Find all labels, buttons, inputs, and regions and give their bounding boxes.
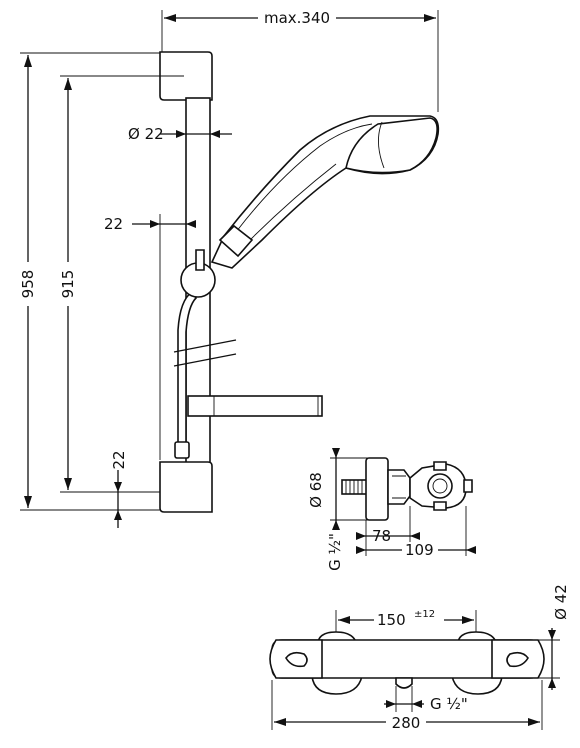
shower-set-drawing xyxy=(159,51,440,513)
body-length-label: 280 xyxy=(392,714,421,732)
connection-side-view xyxy=(341,457,473,521)
connector-stub xyxy=(433,501,447,511)
connector-stub xyxy=(433,461,447,471)
dimension-bottom-offset: 22 xyxy=(110,450,128,528)
left-connector-lower xyxy=(311,675,363,695)
hose-connector xyxy=(174,441,190,459)
dimension-depth: 78 109 xyxy=(356,506,476,559)
slider-lever xyxy=(195,249,205,271)
left-handle-marker xyxy=(285,651,308,668)
depth-inner-label: 78 xyxy=(372,527,391,545)
shower-head-face xyxy=(345,117,438,174)
right-connector-lower xyxy=(451,675,503,695)
shower-head-face xyxy=(378,121,385,169)
thermostat-diameter-label: Ø 68 xyxy=(307,472,325,508)
dimension-rail-height: 915 xyxy=(58,75,184,493)
dimension-rail-diameter: Ø 22 xyxy=(128,125,232,143)
connector-stub xyxy=(463,479,473,493)
break-mark xyxy=(173,353,237,367)
rail-diameter-label: Ø 22 xyxy=(128,125,164,143)
bottom-wall-bracket xyxy=(159,461,213,513)
max-width-label: max.340 xyxy=(264,9,330,27)
rail-height-label: 915 xyxy=(59,270,77,299)
thermostat-front-view xyxy=(269,631,545,695)
hand-shower-outline xyxy=(247,163,337,243)
dimension-body-length: 280 xyxy=(271,680,543,732)
connector-thread xyxy=(427,473,453,499)
hand-shower-collar xyxy=(218,224,254,258)
break-mark xyxy=(173,339,237,353)
dimension-outlet-thread: G ½" xyxy=(384,686,468,713)
dimension-rail-offset: 22 xyxy=(104,214,196,460)
bottom-offset-label: 22 xyxy=(110,450,128,469)
top-wall-bracket xyxy=(159,51,213,101)
hand-shower-outline xyxy=(235,123,373,233)
outlet xyxy=(395,677,413,689)
dimension-connection-spacing: 150 ±12 xyxy=(335,608,477,632)
dimension-thermostat-diameter: Ø 68 xyxy=(307,448,368,530)
connection-spacing-tolerance: ±12 xyxy=(414,609,435,620)
connection-spacing-label: 150 xyxy=(377,611,406,629)
total-height-label: 958 xyxy=(19,270,37,299)
right-handle-marker xyxy=(506,651,529,668)
soap-dish xyxy=(187,395,323,417)
body-diameter-label: Ø 42 xyxy=(552,584,570,620)
outlet-thread-label: G ½" xyxy=(430,695,468,713)
dimension-max-width: max.340 xyxy=(161,8,439,112)
connection-thread-label: G ½" xyxy=(326,533,344,571)
escutcheon xyxy=(365,457,389,521)
dimension-total-height: 958 xyxy=(18,52,160,511)
union-nut xyxy=(387,469,411,505)
depth-outer-label: 109 xyxy=(405,541,434,559)
rail-offset-label: 22 xyxy=(104,215,123,233)
dimension-body-diameter: Ø 42 xyxy=(520,584,570,690)
